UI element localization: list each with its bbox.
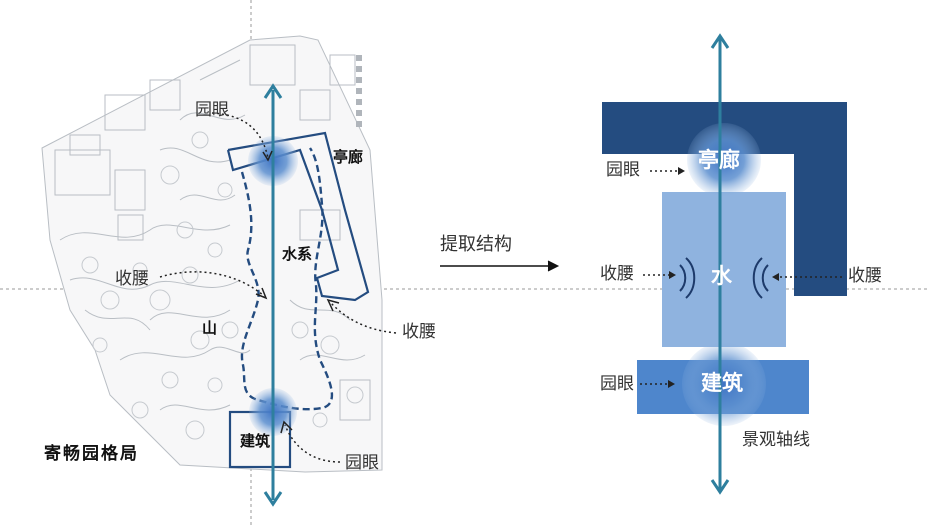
extract-structure-label: 提取结构 (440, 234, 512, 255)
plan-outline (41, 35, 383, 473)
garden-plan-sketch (41, 35, 383, 473)
diagram-yuanyan-bottom: 园眼 (600, 374, 634, 394)
waist-left-inner (679, 264, 687, 292)
label-shan: 山 (202, 319, 218, 337)
label-tinglang: 亭廊 (333, 148, 364, 166)
plan-tree-dots (81, 131, 364, 440)
tinglang-block (602, 102, 847, 296)
diagram-yuanyan-top: 园眼 (606, 160, 640, 180)
diagram-tinglang: 亭廊 (698, 148, 740, 172)
plan-vertical-text-marks (356, 55, 362, 127)
leader-yuanyan-top (211, 112, 269, 159)
waist-right-inner (761, 264, 769, 292)
diagram-jianzhu: 建筑 (701, 371, 743, 395)
waist-right-outer (752, 257, 763, 299)
label-jianzhu: 建筑 (240, 432, 271, 450)
diagram-shui: 水 (711, 264, 732, 288)
leader-shouyao-right (329, 301, 397, 334)
right-eye-bottom (682, 342, 766, 426)
plan-title: 寄畅园格局 (44, 444, 139, 464)
waist-left-outer (685, 257, 696, 299)
label-shouyao-left: 收腰 (115, 269, 149, 289)
diagram-shouyao-right: 收腰 (848, 266, 882, 286)
leader-yuanyan-bottom (284, 424, 341, 463)
axis-label: 景观轴线 (742, 430, 810, 450)
diagram-shouyao-left: 收腰 (600, 264, 634, 284)
label-shouyao-right: 收腰 (402, 322, 436, 342)
label-yuanyan-top: 园眼 (195, 100, 229, 120)
label-shuixi: 水系 (282, 245, 313, 263)
right-eye-top (687, 123, 761, 197)
label-yuanyan-bottom: 园眼 (345, 453, 379, 473)
